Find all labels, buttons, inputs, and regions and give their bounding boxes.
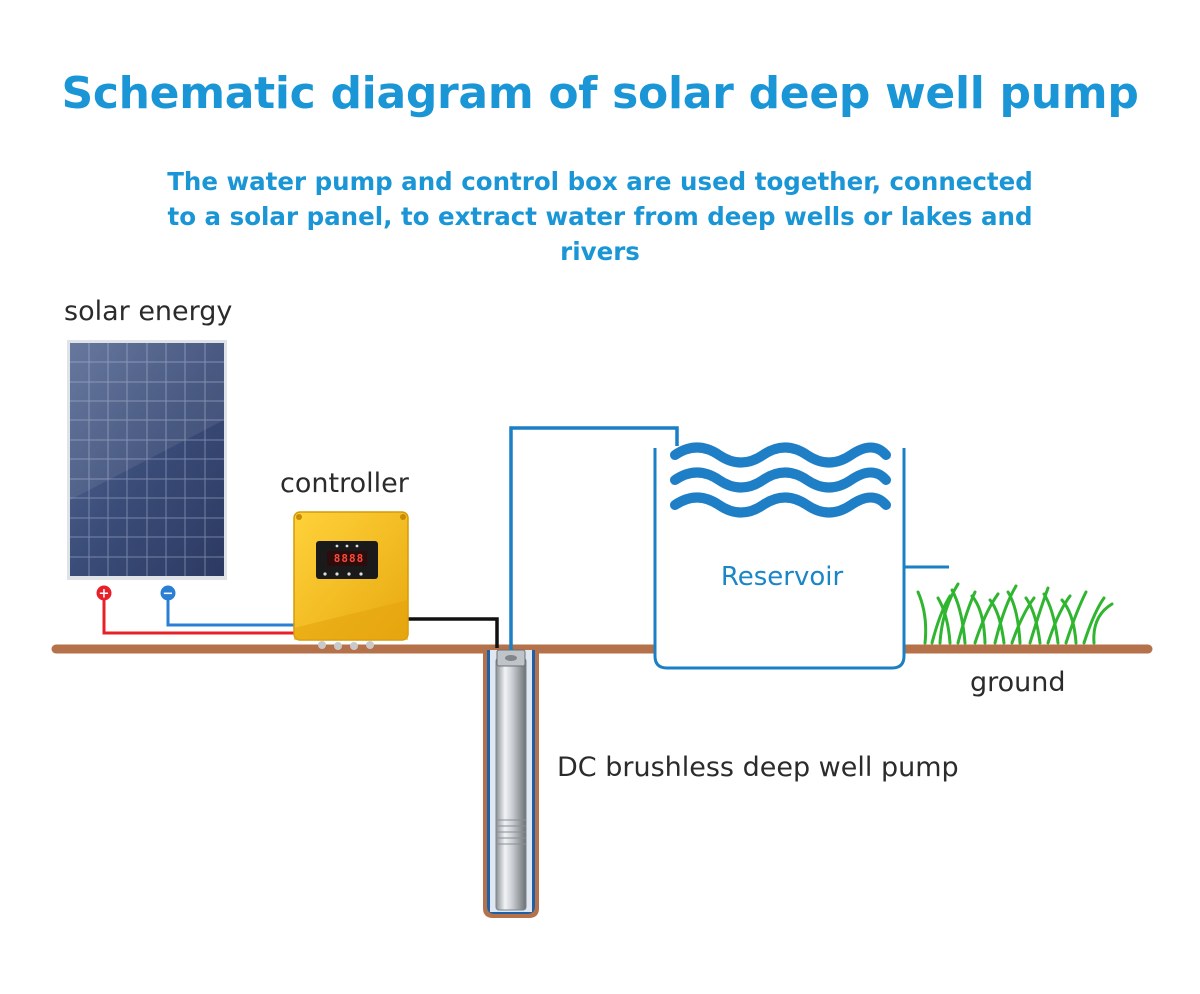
negative-terminal-label: − (163, 587, 174, 602)
page-title: Schematic diagram of solar deep well pum… (61, 68, 1139, 119)
water-waves-icon (670, 442, 891, 518)
delivery-pipe (509, 426, 679, 650)
negative-terminal-icon: − (160, 585, 176, 602)
solar-panel (67, 340, 227, 580)
page-subtitle: The water pump and control box are used … (167, 167, 1033, 266)
controller-box (293, 511, 409, 650)
positive-terminal-icon: + (96, 585, 112, 602)
solar-energy-label: solar energy (64, 296, 233, 327)
controller-label: controller (280, 468, 409, 499)
negative-wire (166, 594, 296, 627)
pump-label: DC brushless deep well pump (557, 752, 959, 783)
ground-label: ground (970, 667, 1066, 698)
reservoir-label: Reservoir (720, 562, 844, 592)
pump-body (495, 649, 527, 911)
positive-terminal-label: + (99, 587, 110, 602)
grass-icon (916, 582, 1114, 645)
controller-display-readout: 8888 (333, 552, 365, 565)
positive-wire (102, 594, 296, 635)
pump-cable (407, 617, 499, 660)
